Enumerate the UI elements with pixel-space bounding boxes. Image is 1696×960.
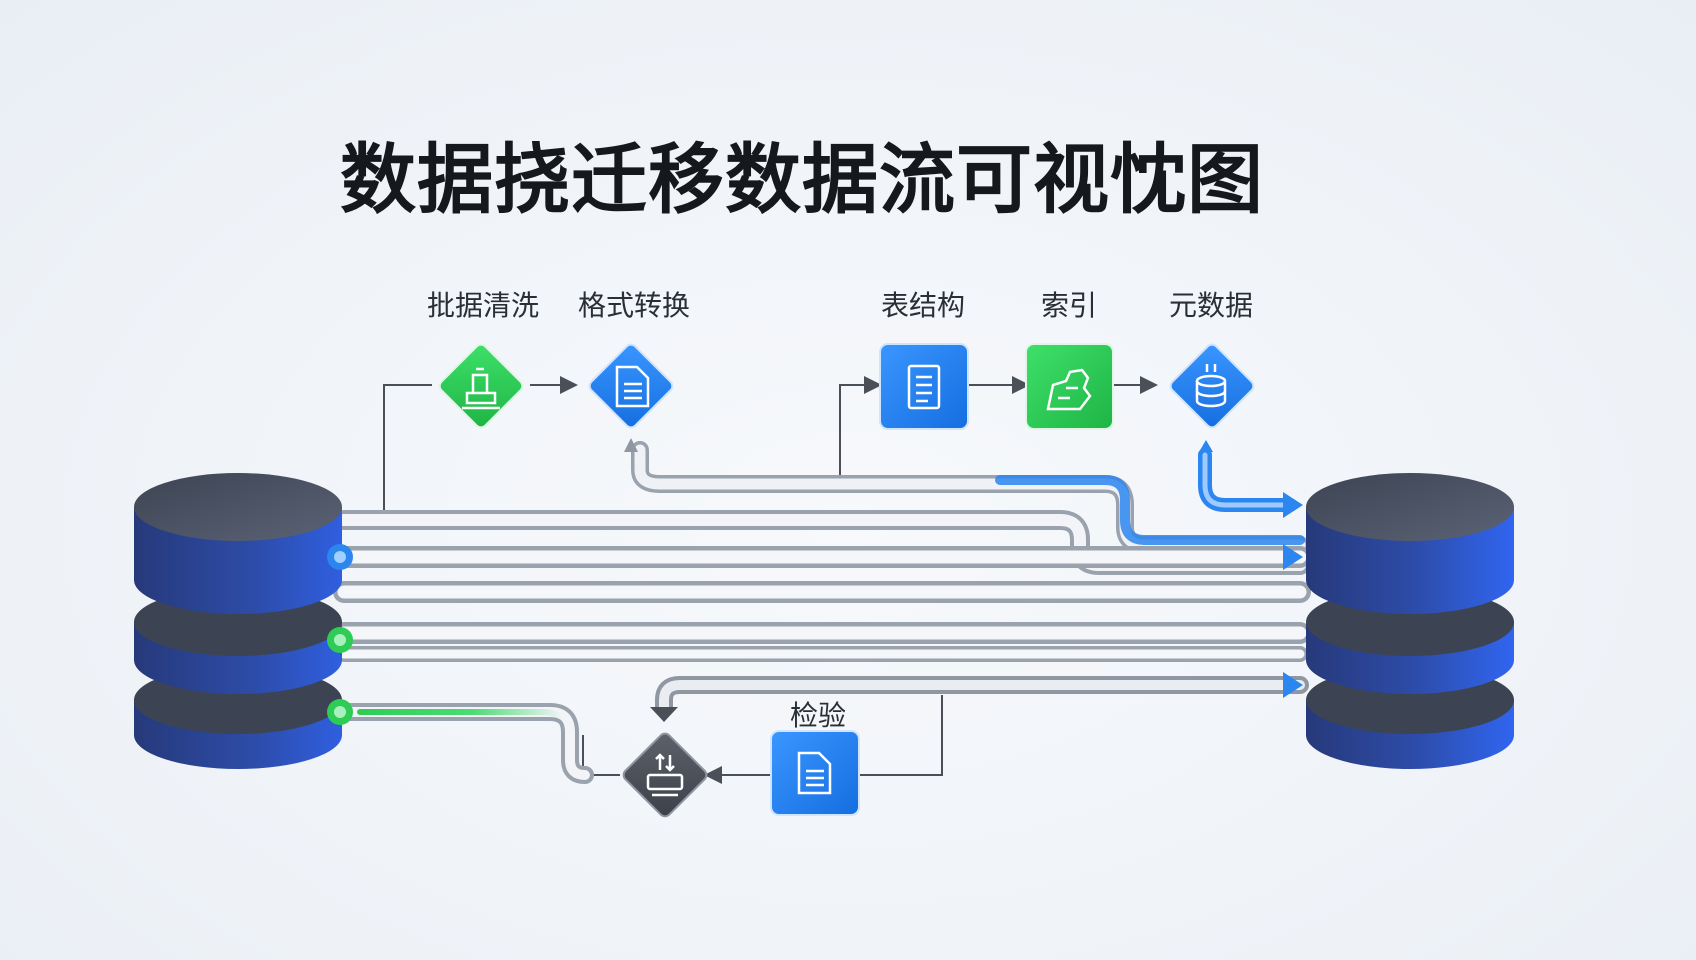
- document-icon: [615, 365, 650, 408]
- flow-highlights: [350, 448, 1305, 728]
- pipes: [333, 441, 1311, 784]
- pipe-lower-check: [335, 703, 594, 784]
- arrow-to-format: [560, 376, 578, 394]
- target-db-layer-1: [1306, 473, 1514, 614]
- arrow-row1-to-target: [1283, 544, 1303, 570]
- database-icon: [1195, 364, 1227, 408]
- machine-icon: [462, 367, 500, 410]
- flow-blue-upper: [995, 475, 1305, 545]
- flow-arrows: [624, 438, 1303, 722]
- target-database: [1306, 473, 1514, 769]
- arrow-to-check: [704, 766, 722, 784]
- node-check: [622, 732, 708, 818]
- connector-lines: [383, 384, 1140, 776]
- arrow-down-verify: [650, 707, 678, 722]
- page-title: 数据挠迁移数据流可视忱图: [340, 135, 1264, 224]
- label-format: 格式转换: [577, 289, 691, 322]
- list-icon: [907, 364, 941, 410]
- connector-target-to-verify: [860, 695, 943, 776]
- label-schema: 表结构: [880, 289, 966, 322]
- connector-source-to-cleanse: [383, 384, 432, 515]
- node-index: [1025, 343, 1114, 430]
- label-cleanse: 批据清洗: [426, 289, 540, 322]
- node-schema: [879, 343, 969, 430]
- arrow-return-to-target: [1283, 672, 1303, 698]
- label-metadata: 元数据: [1168, 289, 1254, 322]
- arrow-to-index: [1012, 376, 1030, 394]
- node-format: [588, 343, 674, 429]
- arrow-into-format: [624, 438, 638, 452]
- label-verify: 检验: [789, 699, 847, 732]
- arrow-to-schema: [864, 376, 882, 394]
- document-icon: [797, 751, 832, 795]
- pipe-return-verify: [655, 676, 1309, 717]
- source-db-layer-1: [134, 473, 342, 614]
- connector-arrows: [560, 376, 1158, 784]
- arrow-metadata-to-target: [1283, 492, 1303, 518]
- label-index: 索引: [1040, 289, 1098, 322]
- transfer-icon: [646, 753, 684, 797]
- node-verify: [770, 730, 860, 816]
- source-database: [134, 473, 353, 769]
- node-metadata: [1169, 343, 1255, 429]
- puzzle-icon: [1046, 368, 1092, 411]
- connector-pipe-to-schema: [839, 384, 864, 476]
- flow-blue-metadata: [1198, 448, 1297, 512]
- arrow-into-metadata: [1199, 440, 1213, 452]
- flow-green-lower: [357, 709, 566, 728]
- node-cleanse: [438, 343, 524, 429]
- source-ports: [327, 544, 353, 725]
- arrow-to-metadata: [1140, 376, 1158, 394]
